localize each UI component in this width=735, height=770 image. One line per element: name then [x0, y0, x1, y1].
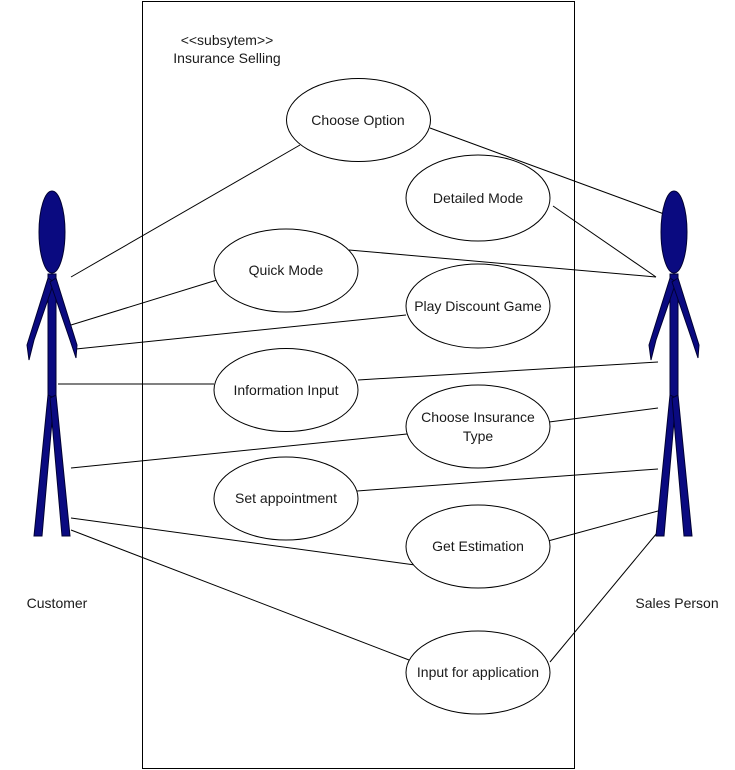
- assoc-customer-input-for-application: [70, 529, 410, 661]
- use-case-label: Get Estimation: [432, 538, 524, 554]
- use-case-label: Set appointment: [235, 490, 337, 506]
- assoc-customer-choose-option: [70, 144, 301, 278]
- actor-label-customer: Customer: [27, 595, 88, 611]
- system-stereotype: <<subsytem>>: [181, 32, 274, 48]
- actor-right-leg: [671, 394, 693, 537]
- assoc-sales-quick-mode: [348, 249, 657, 278]
- assoc-sales-choose-insurance-type: [548, 407, 659, 423]
- use-case-detailed-mode[interactable]: Detailed Mode: [405, 154, 551, 242]
- use-case-label: Quick Mode: [249, 262, 324, 278]
- assoc-customer-play-discount-game: [75, 314, 407, 350]
- use-case-information-input[interactable]: Information Input: [213, 348, 359, 432]
- actor-sales-person[interactable]: Sales Person: [635, 190, 719, 611]
- assoc-sales-get-estimation: [547, 510, 659, 542]
- use-case-set-appointment[interactable]: Set appointment: [213, 456, 359, 541]
- actor-right-arm: [671, 277, 700, 359]
- use-case-ellipse: [405, 263, 551, 349]
- use-case-label: Detailed Mode: [433, 190, 523, 206]
- assoc-customer-quick-mode: [70, 279, 218, 326]
- use-case-ellipse: [213, 348, 359, 432]
- use-case-label: Play Discount Game: [414, 298, 542, 314]
- actor-head: [660, 190, 688, 274]
- actor-left-leg: [655, 394, 677, 537]
- use-case-input-for-application[interactable]: Input for application: [405, 630, 551, 715]
- assoc-sales-choose-option: [429, 127, 665, 215]
- actor-label-sales-person: Sales Person: [635, 595, 718, 611]
- use-case-get-estimation[interactable]: Get Estimation: [405, 504, 551, 589]
- use-case-label: Input for application: [417, 664, 539, 680]
- actor-left-leg: [33, 394, 55, 537]
- actor-right-arm: [49, 277, 78, 359]
- assoc-sales-information-input: [357, 361, 659, 381]
- actor-head: [38, 190, 66, 274]
- use-case-choose-option[interactable]: Choose Option: [286, 78, 431, 162]
- use-case-quick-mode[interactable]: Quick Mode: [213, 228, 359, 313]
- assoc-sales-set-appointment: [356, 468, 659, 492]
- use-case-ellipse: [405, 630, 551, 715]
- system-boundary: [142, 1, 575, 769]
- use-case-ellipse: [286, 78, 431, 162]
- assoc-customer-get-estimation: [70, 517, 416, 566]
- use-case-label: Information Input: [233, 382, 338, 398]
- assoc-customer-choose-insurance-type: [70, 433, 408, 469]
- assoc-sales-detailed-mode: [552, 205, 657, 278]
- use-case-label: Choose Option: [311, 112, 404, 128]
- use-case-label-line-2: Type: [463, 428, 494, 444]
- use-case-ellipse: [405, 504, 551, 589]
- actor-right-leg: [49, 394, 71, 537]
- stick-figure-icon: [26, 190, 78, 537]
- use-case-play-discount-game[interactable]: Play Discount Game: [405, 263, 551, 349]
- use-case-ellipse: [213, 456, 359, 541]
- actor-customer[interactable]: Customer: [26, 190, 88, 611]
- stick-figure-icon: [648, 190, 700, 537]
- use-case-label-line-1: Choose Insurance: [421, 409, 535, 425]
- associations: [58, 127, 665, 663]
- assoc-sales-input-for-application: [549, 532, 658, 663]
- use-case-ellipse: [405, 154, 551, 242]
- system-name: Insurance Selling: [173, 50, 280, 66]
- use-case-ellipse: [405, 384, 551, 469]
- use-case-ellipse: [213, 228, 359, 313]
- use-case-choose-insurance-type[interactable]: Choose Insurance Type: [405, 384, 551, 469]
